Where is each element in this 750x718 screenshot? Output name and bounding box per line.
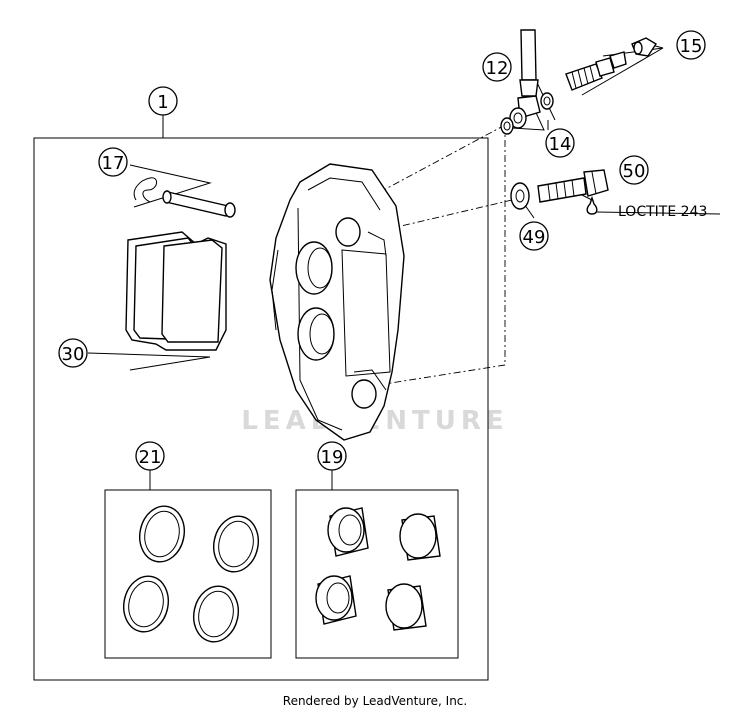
svg-text:14: 14 xyxy=(549,134,572,155)
assembly-frame xyxy=(33,137,489,681)
svg-text:49: 49 xyxy=(523,227,546,248)
loctite-droplet-icon xyxy=(586,195,598,215)
callout-30: 30 xyxy=(58,338,88,368)
piston-kit xyxy=(315,507,441,631)
svg-text:21: 21 xyxy=(139,447,162,468)
brake-hose-fitting xyxy=(509,29,541,129)
callout-12: 12 xyxy=(482,52,512,82)
svg-text:1: 1 xyxy=(157,92,168,113)
svg-text:30: 30 xyxy=(62,344,85,365)
mounting-washer xyxy=(510,182,530,210)
loctite-note: LOCTITE 243 xyxy=(618,204,707,220)
callout-14: 14 xyxy=(545,128,575,158)
callout-19: 19 xyxy=(317,441,347,471)
brake-pads xyxy=(125,231,227,351)
svg-text:17: 17 xyxy=(102,153,125,174)
callout-50: 50 xyxy=(619,155,649,185)
kit-21-frame xyxy=(104,489,272,659)
caliper-body xyxy=(269,163,405,441)
kit-19-frame xyxy=(295,489,459,659)
bleeder-screw-set xyxy=(565,37,657,91)
sealing-washers xyxy=(500,92,554,135)
svg-text:15: 15 xyxy=(680,36,703,57)
svg-text:19: 19 xyxy=(321,447,344,468)
callout-49: 49 xyxy=(519,221,549,251)
callout-1: 1 xyxy=(148,86,178,116)
callout-21: 21 xyxy=(135,441,165,471)
callout-17: 17 xyxy=(98,147,128,177)
render-credit: Rendered by LeadVenture, Inc. xyxy=(282,694,468,708)
mounting-bolt xyxy=(537,169,609,203)
seal-kit xyxy=(123,505,259,643)
pad-pin-and-clip xyxy=(133,177,236,218)
callout-15: 15 xyxy=(676,30,706,60)
svg-text:12: 12 xyxy=(486,58,509,79)
svg-text:50: 50 xyxy=(623,161,646,182)
